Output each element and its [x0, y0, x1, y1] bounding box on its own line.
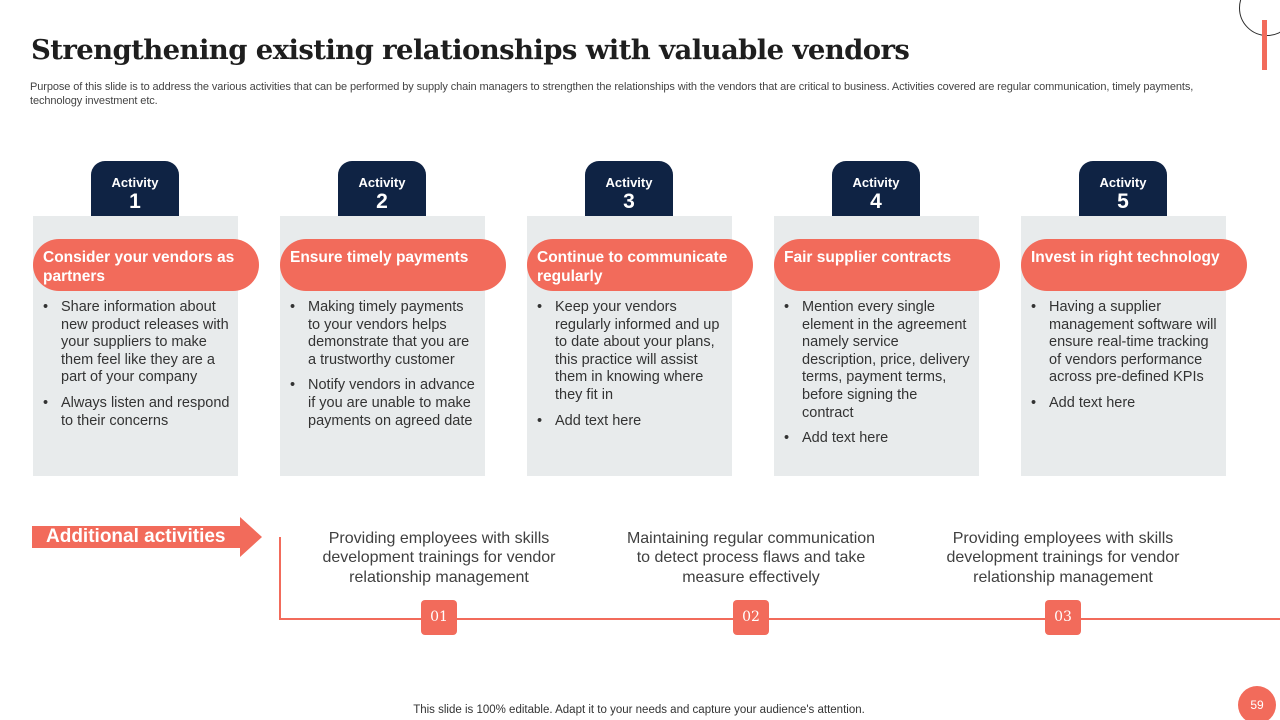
footer-note: This slide is 100% editable. Adapt it to…: [413, 704, 865, 716]
step-badge-3: 03: [1045, 600, 1081, 635]
additional-activities-label: Additional activities: [46, 526, 226, 547]
activity-number: 2: [376, 190, 388, 213]
activity-bullet: Share information about new product rele…: [41, 299, 231, 387]
activity-label: Activity: [605, 175, 653, 190]
activity-bullet-list: Having a supplier management software wi…: [1029, 299, 1219, 421]
activity-bullet: Add text here: [782, 430, 972, 448]
activity-heading: Consider your vendors as partners: [33, 239, 259, 291]
activity-card-3: Activity 3 Continue to communicate regul…: [527, 161, 773, 477]
activity-tab: Activity 1: [91, 161, 179, 217]
additional-item-2: Maintaining regular communication to det…: [626, 530, 876, 586]
activity-bullet: Making timely payments to your vendors h…: [288, 299, 478, 369]
additional-item-1: Providing employees with skills developm…: [322, 530, 556, 586]
activity-label: Activity: [852, 175, 900, 190]
activity-bullet: Mention every single element in the agre…: [782, 299, 972, 422]
additional-item-3: Providing employees with skills developm…: [946, 530, 1180, 586]
activity-card-4: Activity 4 Fair supplier contracts Menti…: [774, 161, 1020, 477]
activity-bullet-list: Making timely payments to your vendors h…: [288, 299, 478, 438]
page-number-badge: 59: [1238, 686, 1276, 720]
slide-subtitle: Purpose of this slide is to address the …: [30, 81, 1194, 107]
step-badge-2: 02: [733, 600, 769, 635]
timeline-connector: [279, 537, 281, 619]
activity-bullet-list: Share information about new product rele…: [41, 299, 231, 438]
activity-tab: Activity 2: [338, 161, 426, 217]
activity-label: Activity: [1099, 175, 1147, 190]
activity-bullet-list: Mention every single element in the agre…: [782, 299, 972, 456]
activity-label: Activity: [358, 175, 406, 190]
corner-bar-decoration: [1262, 20, 1267, 70]
activity-number: 3: [623, 190, 635, 213]
activity-heading: Fair supplier contracts: [774, 239, 1000, 291]
activity-heading: Ensure timely payments: [280, 239, 506, 291]
activity-bullet: Always listen and respond to their conce…: [41, 395, 231, 430]
activity-tab: Activity 4: [832, 161, 920, 217]
activity-heading: Continue to communicate regularly: [527, 239, 753, 291]
slide-title: Strengthening existing relationships wit…: [31, 34, 910, 66]
activity-card-5: Activity 5 Invest in right technology Ha…: [1021, 161, 1267, 477]
activity-number: 5: [1117, 190, 1129, 213]
activity-card-1: Activity 1 Consider your vendors as part…: [33, 161, 279, 477]
timeline-line: [279, 618, 1280, 620]
activity-card-2: Activity 2 Ensure timely payments Making…: [280, 161, 526, 477]
activity-bullet: Keep your vendors regularly informed and…: [535, 299, 725, 405]
activity-number: 4: [870, 190, 882, 213]
activity-bullet-list: Keep your vendors regularly informed and…: [535, 299, 725, 438]
activity-bullet: Having a supplier management software wi…: [1029, 299, 1219, 387]
additional-activities-arrow-icon: [32, 517, 262, 557]
corner-circle-decoration: [1239, 0, 1280, 36]
activity-bullet: Notify vendors in advance if you are una…: [288, 377, 478, 430]
activity-bullet: Add text here: [535, 413, 725, 431]
activity-label: Activity: [111, 175, 159, 190]
activity-tab: Activity 5: [1079, 161, 1167, 217]
activity-heading: Invest in right technology: [1021, 239, 1247, 291]
activity-number: 1: [129, 190, 141, 213]
activity-bullet: Add text here: [1029, 395, 1219, 413]
activity-tab: Activity 3: [585, 161, 673, 217]
step-badge-1: 01: [421, 600, 457, 635]
